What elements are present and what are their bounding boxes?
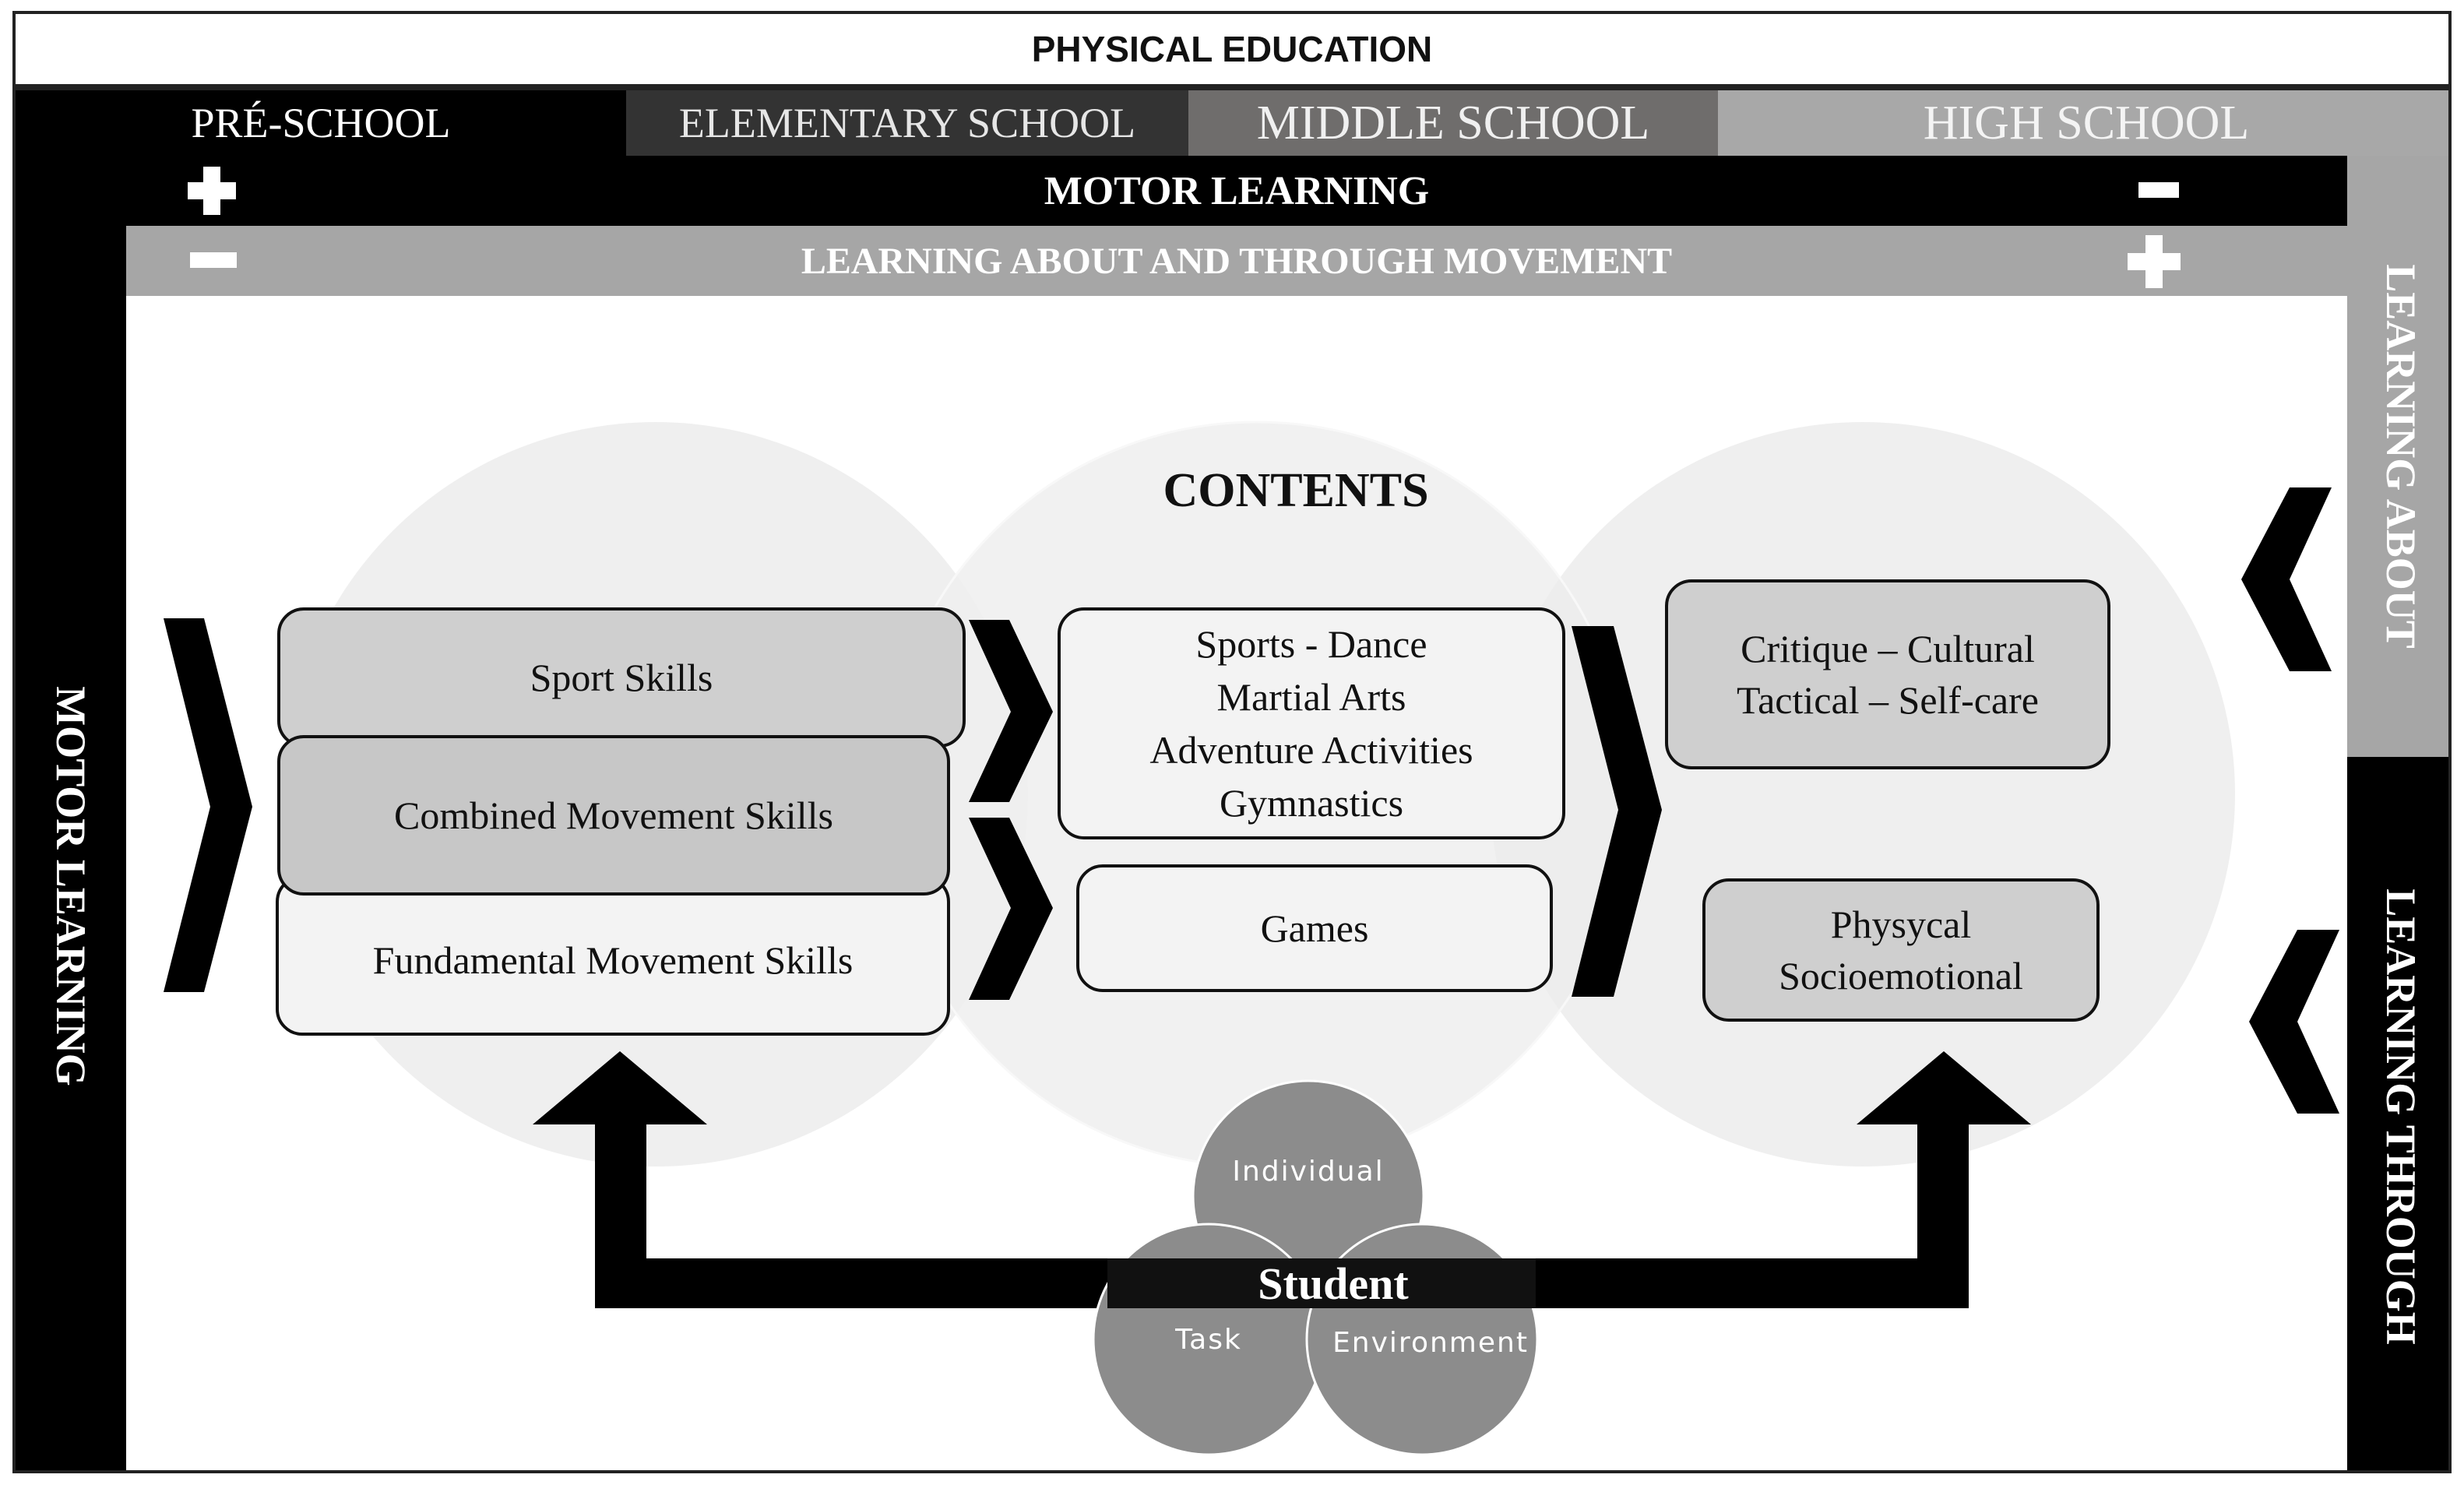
side-label-learning-about-text: LEARNING ABOUT [2378,264,2424,649]
activity-item: Sports - Dance [1195,622,1427,666]
contents-title-text: CONTENTS [1163,463,1429,517]
stage-middle: MIDDLE SCHOOL [1188,90,1718,156]
activity-item: Gymnastics [1219,781,1404,825]
learning-about-item: Tactical – Self-care [1737,678,2039,722]
chevron-left-icon [2249,930,2339,1114]
box-combined-movement-skills: Combined Movement Skills [277,735,950,896]
box-games: Games [1076,864,1553,992]
stage-middle-label: MIDDLE SCHOOL [1256,96,1650,150]
constraint-task-text: Task [1175,1323,1242,1356]
learning-about-through-bar-label: LEARNING ABOUT AND THROUGH MOVEMENT [801,240,1673,282]
stage-elementary-label: ELEMENTARY SCHOOL [678,100,1136,146]
box-activities: Sports - Dance Martial Arts Adventure Ac… [1058,607,1565,839]
box-learning-about: Critique – Cultural Tactical – Self-care [1665,579,2110,769]
motor-learning-bar-label: MOTOR LEARNING [1044,168,1430,213]
minus-icon [2138,182,2179,198]
chevron-right-icon [969,620,1053,802]
activity-item: Adventure Activities [1149,728,1473,772]
constraint-environment-text: Environment [1332,1326,1529,1359]
motor-learning-bar: MOTOR LEARNING [126,156,2347,226]
chevron-right-icon [164,618,252,992]
student-label: Student [1216,1258,1450,1309]
box-fundamental-label: Fundamental Movement Skills [372,938,854,982]
box-sport-skills-label: Sport Skills [530,656,713,699]
box-learning-through: Physycal Socioemotional [1702,878,2100,1022]
side-label-learning-through-text: LEARNING THROUGH [2378,889,2424,1345]
learning-through-item: Physycal [1830,903,1972,946]
stage-preschool-label: PRÉ-SCHOOL [191,100,451,146]
content-area: CONTENTS Sport Skills Fundamental Moveme… [126,296,2347,1470]
constraint-label-individual: Individual [1230,1148,1386,1195]
box-sport-skills: Sport Skills [277,607,966,748]
learning-through-item: Socioemotional [1779,954,2023,998]
diagram-frame: PRÉ-SCHOOL ELEMENTARY SCHOOL MIDDLE SCHO… [12,87,2452,1473]
chevron-right-icon [1572,626,1662,997]
chevron-left-icon [2241,487,2332,671]
constraint-label-task: Task [1139,1316,1279,1363]
minus-icon [190,252,237,268]
stage-high-label: HIGH SCHOOL [1923,96,2250,150]
contents-title: CONTENTS [1148,459,1444,522]
constraint-individual-text: Individual [1232,1155,1385,1188]
background-circle-right [1491,422,2235,1167]
side-label-motor-learning-text: MOTOR LEARNING [48,686,94,1086]
plus-icon [2128,235,2181,288]
arrow-up-icon [533,1051,2031,1308]
side-label-motor-learning: MOTOR LEARNING [16,296,126,1470]
student-label-text: Student [1258,1258,1409,1309]
box-games-label: Games [1260,906,1369,950]
chevron-right-icon [969,818,1053,1000]
page-title-text: PHYSICAL EDUCATION [1031,29,1433,69]
learning-about-item: Critique – Cultural [1741,627,2035,670]
learning-about-through-bar: LEARNING ABOUT AND THROUGH MOVEMENT [126,226,2347,296]
stage-preschool: PRÉ-SCHOOL [16,90,626,156]
box-fundamental-movement-skills: Fundamental Movement Skills [276,875,950,1036]
side-label-learning-through: LEARNING THROUGH [2347,757,2448,1470]
constraint-label-environment: Environment [1325,1319,1536,1366]
stage-elementary: ELEMENTARY SCHOOL [626,90,1188,156]
stage-high: HIGH SCHOOL [1718,90,2448,156]
page-title: PHYSICAL EDUCATION [12,11,2452,87]
student-band [1107,1258,1536,1308]
plus-icon [188,167,236,215]
side-label-learning-about: LEARNING ABOUT [2347,156,2448,757]
box-combined-label: Combined Movement Skills [394,794,833,837]
activity-item: Martial Arts [1216,675,1406,719]
